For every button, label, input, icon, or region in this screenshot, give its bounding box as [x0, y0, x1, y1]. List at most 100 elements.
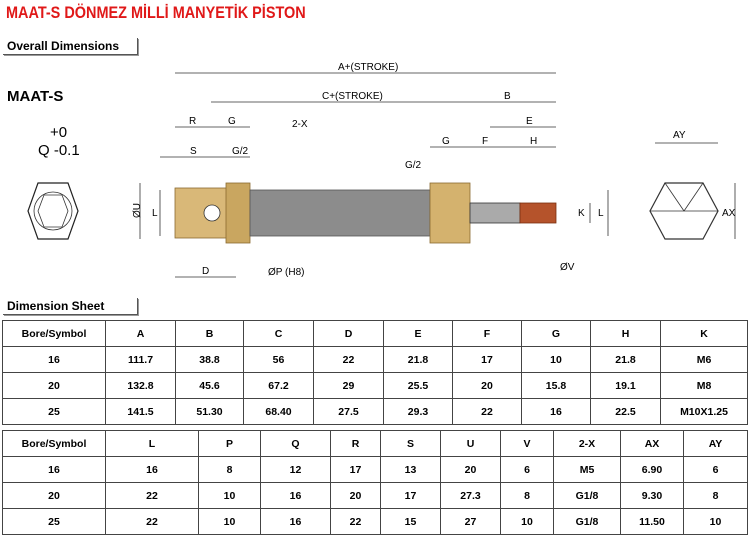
column-header: P: [198, 430, 261, 457]
table-cell: 20: [440, 456, 501, 483]
column-header: A: [105, 320, 176, 347]
table-cell: 111.7: [105, 346, 176, 373]
tolerance-upper: +0: [50, 124, 68, 141]
table-cell: 22: [105, 482, 199, 509]
table-cell: G1/8: [553, 482, 621, 509]
dim-c: C+(STROKE): [322, 91, 383, 102]
column-header: Q: [260, 430, 331, 457]
table-cell: 21.8: [590, 346, 661, 373]
table-cell: 16: [2, 456, 106, 483]
table-cell: 132.8: [105, 372, 176, 399]
table-cell: 22: [330, 508, 381, 535]
table-cell: 10: [683, 508, 748, 535]
dim-g-half-right: G/2: [405, 160, 422, 171]
table-cell: 27.3: [440, 482, 501, 509]
table-cell: 21.8: [383, 346, 453, 373]
column-header: B: [175, 320, 244, 347]
table-cell: 38.8: [175, 346, 244, 373]
table-cell: 8: [683, 482, 748, 509]
dim-d: D: [202, 266, 209, 277]
column-header: S: [380, 430, 441, 457]
section-overall-dimensions: Overall Dimensions: [3, 38, 138, 55]
table-cell: 27: [440, 508, 501, 535]
dim-2x: 2-X: [292, 119, 308, 130]
table-cell: 13: [380, 456, 441, 483]
dim-a: A+(STROKE): [338, 62, 398, 73]
table-cell: 17: [380, 482, 441, 509]
table-cell: 20: [452, 372, 522, 399]
dim-s: S: [190, 146, 197, 157]
table-cell: 10: [198, 508, 261, 535]
dim-r: R: [189, 116, 196, 127]
column-header: F: [452, 320, 522, 347]
dim-e: E: [526, 116, 533, 127]
table-cell: 16: [260, 508, 331, 535]
dim-u: ØU: [132, 203, 143, 218]
dim-b: B: [504, 91, 511, 102]
table-cell: 15: [380, 508, 441, 535]
table-cell: 51.30: [175, 398, 244, 425]
dimension-lines: [139, 72, 736, 278]
column-header: AX: [620, 430, 684, 457]
dim-g-right: G: [442, 136, 450, 147]
table-cell: 25: [2, 398, 106, 425]
table-cell: 10: [521, 346, 591, 373]
cylinder-drawing: A+(STROKE) C+(STROKE) B R G 2-X S G/2 ØU…: [27, 62, 736, 278]
dim-v: ØV: [560, 262, 575, 273]
table-cell: 25: [2, 508, 106, 535]
dim-g: G: [228, 116, 236, 127]
dim-l: L: [152, 208, 158, 219]
table-cell: 19.1: [590, 372, 661, 399]
table-cell: G1/8: [553, 508, 621, 535]
dim-ay: AY: [673, 130, 686, 141]
dim-l-right: L: [598, 208, 604, 219]
column-header: AY: [683, 430, 748, 457]
dim-p: ØP (H8): [268, 267, 305, 278]
table-cell: 16: [521, 398, 591, 425]
table-cell: 25.5: [383, 372, 453, 399]
table-cell: 68.40: [243, 398, 314, 425]
column-header: U: [440, 430, 501, 457]
table-cell: 56: [243, 346, 314, 373]
table-cell: 11.50: [620, 508, 684, 535]
dim-h: H: [530, 136, 537, 147]
column-header: K: [660, 320, 748, 347]
table-cell: 67.2: [243, 372, 314, 399]
table-cell: 22: [105, 508, 199, 535]
table-cell: 6.90: [620, 456, 684, 483]
dim-k: K: [578, 208, 585, 219]
hex-end-view-left: [27, 182, 79, 240]
model-label: MAAT-S: [7, 88, 64, 105]
table-cell: 22: [313, 346, 384, 373]
table-cell: 45.6: [175, 372, 244, 399]
table-cell: 17: [452, 346, 522, 373]
dim-g-half: G/2: [232, 146, 249, 157]
table-cell: 16: [105, 456, 199, 483]
table-cell: 29: [313, 372, 384, 399]
column-header: L: [105, 430, 199, 457]
table-cell: 20: [2, 372, 106, 399]
table-cell: 16: [260, 482, 331, 509]
page-title: MAAT-S DÖNMEZ MİLLİ MANYETİK PİSTON: [6, 3, 306, 22]
dim-ax: AX: [722, 208, 736, 219]
column-header: E: [383, 320, 453, 347]
column-header: G: [521, 320, 591, 347]
cylinder-body: [174, 182, 557, 244]
column-header: Bore/Symbol: [2, 320, 106, 347]
table-cell: 10: [500, 508, 554, 535]
section-dimension-sheet: Dimension Sheet: [3, 298, 138, 315]
column-header: V: [500, 430, 554, 457]
table-cell: 12: [260, 456, 331, 483]
table-cell: 22.5: [590, 398, 661, 425]
table-cell: M6: [660, 346, 748, 373]
table-cell: 16: [2, 346, 106, 373]
dim-f: F: [482, 136, 488, 147]
